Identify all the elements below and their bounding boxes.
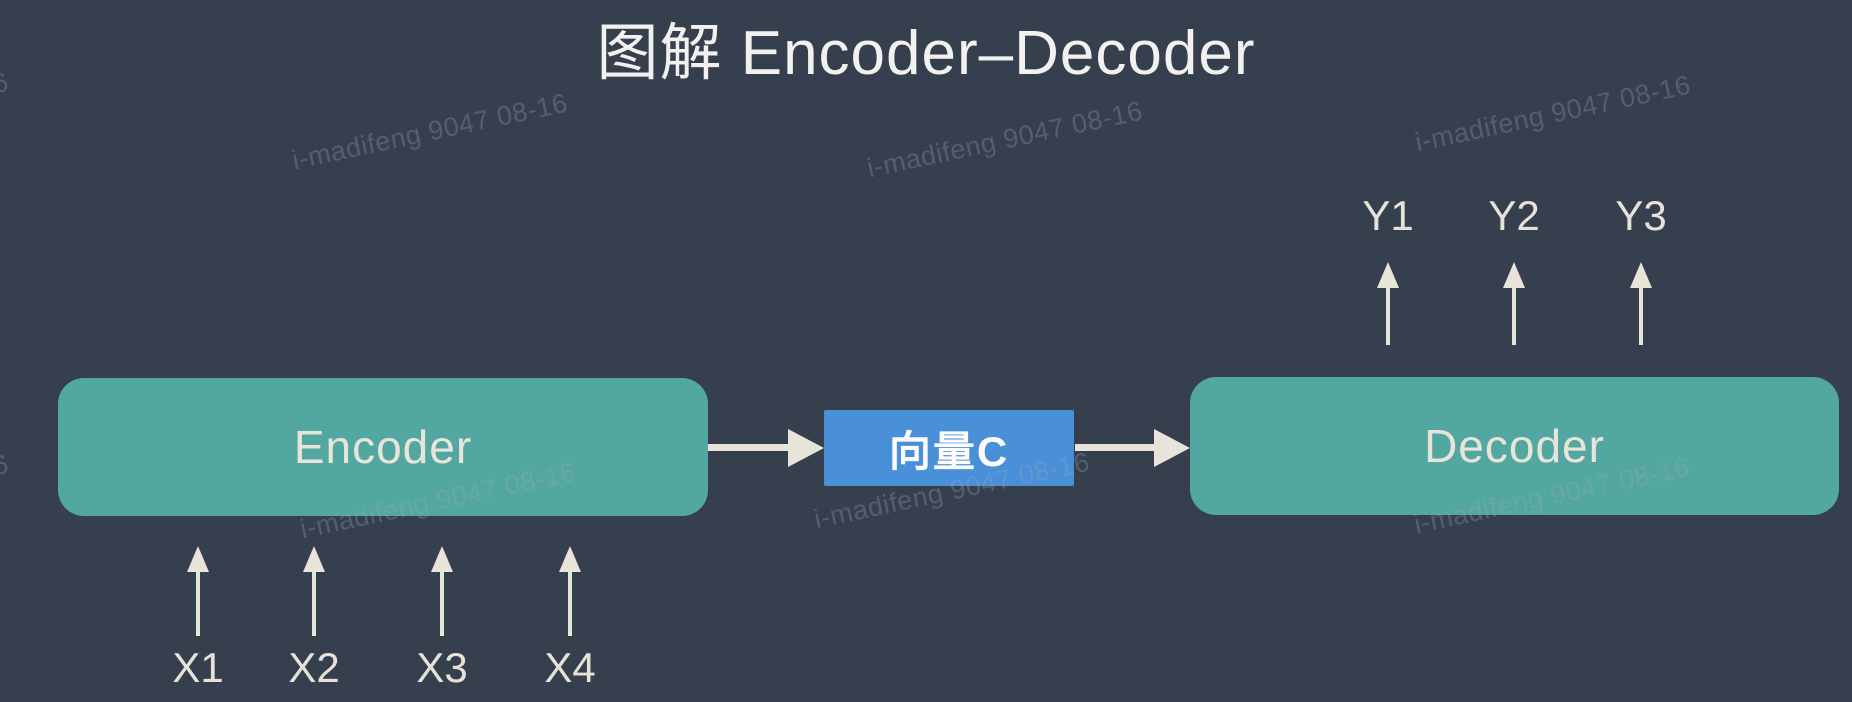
- arrow-head: [788, 429, 824, 467]
- input-label-x3: X3: [416, 644, 468, 691]
- decoder-label: Decoder: [1424, 420, 1605, 472]
- arrow-stem: [1386, 288, 1390, 345]
- arrow-head: [187, 546, 209, 572]
- arrow-up-icon: [1377, 262, 1399, 345]
- output-label-y3: Y3: [1615, 192, 1667, 239]
- arrow-head: [1154, 429, 1190, 467]
- output-label-y1: Y1: [1362, 192, 1414, 239]
- decoder-block: Decoder: [1190, 377, 1839, 515]
- arrow-stem: [196, 572, 200, 636]
- input-label-x1: X1: [172, 644, 224, 691]
- arrow-up-icon: [187, 546, 209, 636]
- arrow-head: [431, 546, 453, 572]
- vector-c-label: 向量C: [888, 427, 1010, 475]
- arrow-right-icon: [1075, 429, 1190, 467]
- arrow-stem: [708, 444, 790, 451]
- arrow-head: [1503, 262, 1525, 288]
- arrow-stem: [1512, 288, 1516, 345]
- arrow-stem: [312, 572, 316, 636]
- encoder-block: Encoder: [58, 378, 708, 516]
- arrow-stem: [1075, 444, 1156, 451]
- input-label-x2: X2: [288, 644, 340, 691]
- arrow-head: [303, 546, 325, 572]
- arrow-stem: [440, 572, 444, 636]
- arrow-head: [559, 546, 581, 572]
- arrow-stem: [1639, 288, 1643, 345]
- arrow-right-icon: [708, 429, 824, 467]
- arrow-head: [1630, 262, 1652, 288]
- watermark: i-madifeng 9047 08-16: [864, 95, 1146, 184]
- arrow-head: [1377, 262, 1399, 288]
- arrow-stem: [568, 572, 572, 636]
- arrow-up-icon: [559, 546, 581, 636]
- encoder-label: Encoder: [293, 421, 473, 473]
- arrow-up-icon: [303, 546, 325, 636]
- input-label-x4: X4: [544, 644, 596, 691]
- arrow-up-icon: [1630, 262, 1652, 345]
- output-label-y2: Y2: [1488, 192, 1540, 239]
- arrow-up-icon: [1503, 262, 1525, 345]
- watermark-fragment: 6: [0, 448, 11, 482]
- vector-c-block: 向量C: [824, 410, 1074, 486]
- watermark: i-madifeng 9047 08-16: [289, 87, 571, 176]
- diagram-title: 图解 Encoder–Decoder: [596, 19, 1256, 88]
- arrow-up-icon: [431, 546, 453, 636]
